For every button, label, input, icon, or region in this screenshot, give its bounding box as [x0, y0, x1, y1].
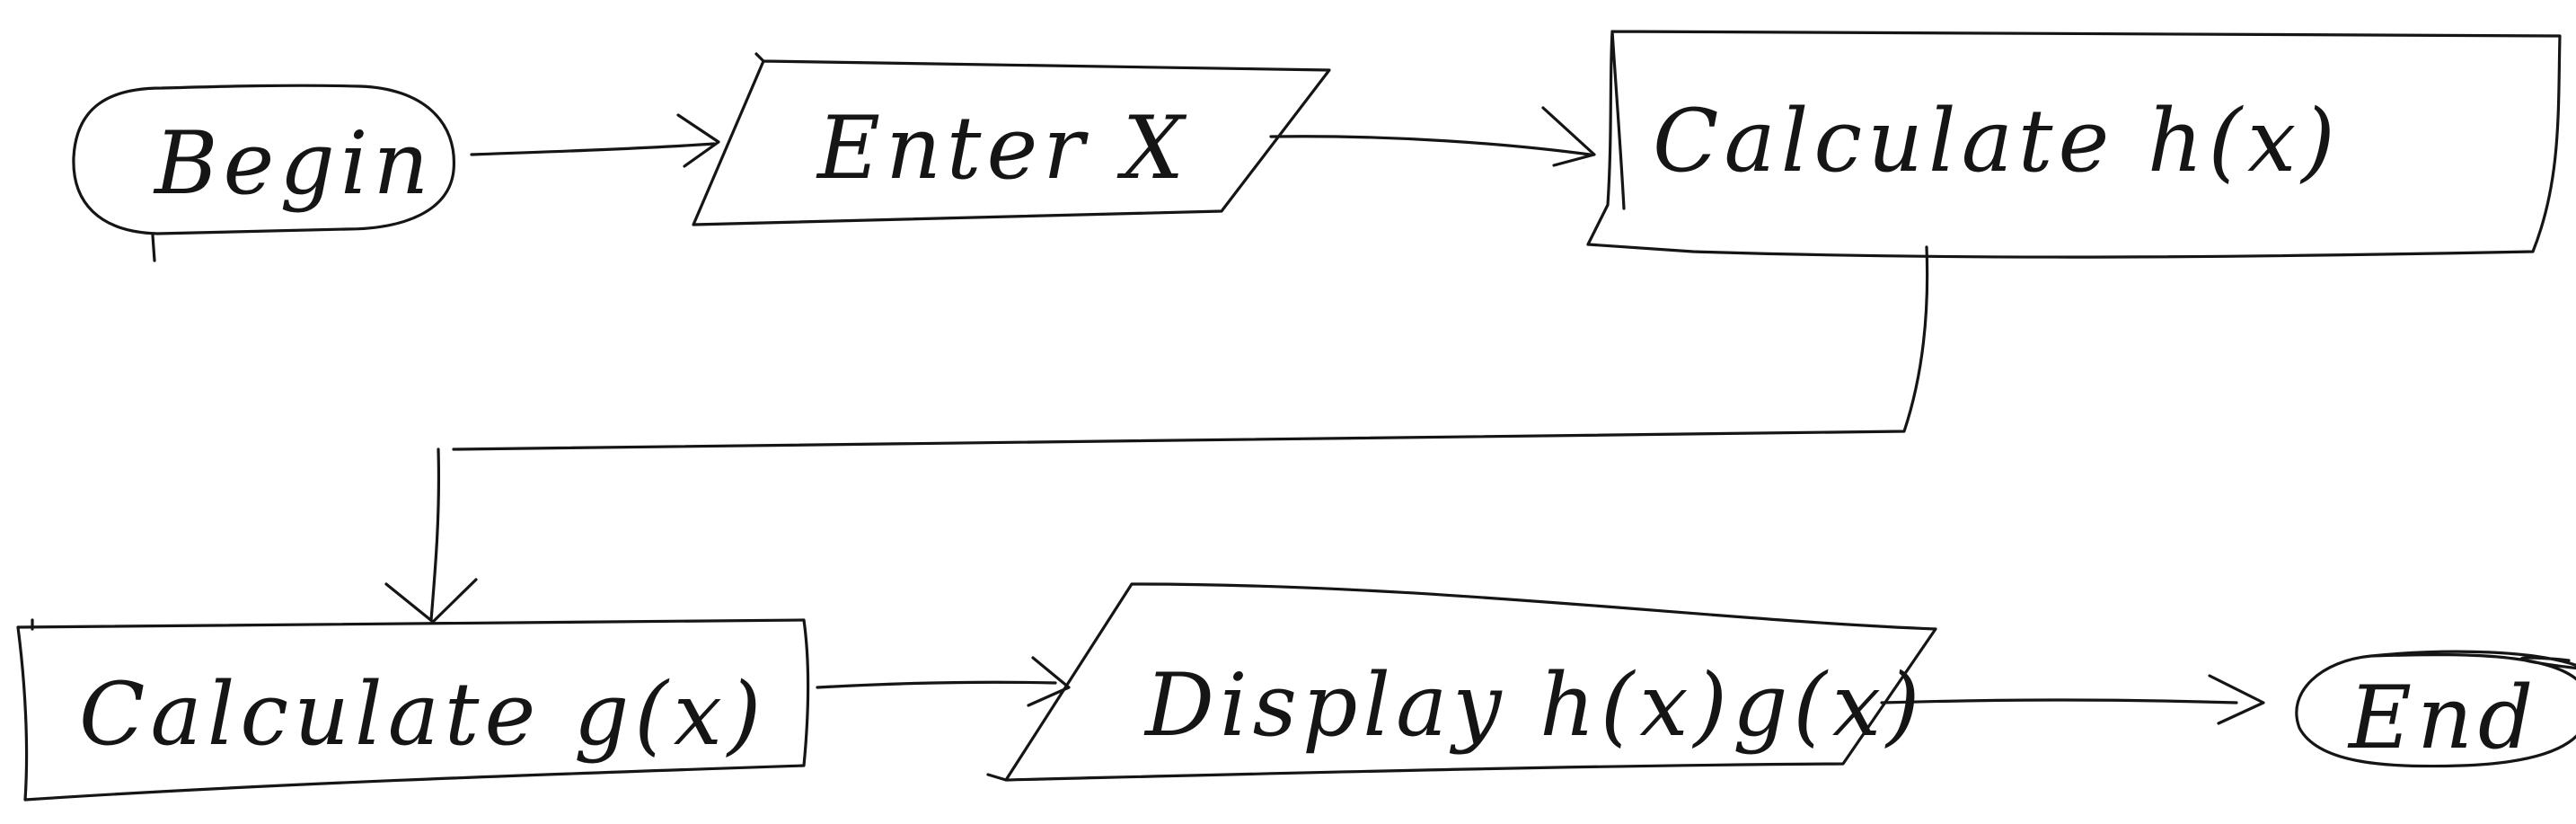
node-enter-x: Enter X [692, 52, 1331, 226]
calculate-g-label: Calculate g(x) [79, 664, 766, 765]
begin-terminal-shape [72, 84, 455, 262]
arrowhead [2208, 674, 2265, 725]
edge-calculate-g-to-display [816, 656, 1071, 707]
arrow-line [470, 142, 716, 156]
enter-x-label: Enter X [816, 98, 1189, 199]
arrowhead [676, 113, 720, 168]
arrow-line [429, 245, 1929, 622]
edge-enter-to-calculate-h [1269, 106, 1596, 167]
edge-begin-to-enter [470, 113, 720, 168]
arrow-line [1880, 698, 2238, 704]
arrow-line [1269, 135, 1592, 156]
edge-calculate-h-to-calculate-g [384, 245, 1929, 624]
edge-display-to-end [1880, 674, 2265, 725]
arrowhead [1541, 106, 1596, 167]
end-terminal-shape [2295, 650, 2576, 768]
node-begin: Begin [72, 84, 455, 262]
display-label: Display h(x)g(x) [1143, 655, 1925, 756]
arrowhead [1027, 656, 1071, 707]
node-display: Display h(x)g(x) [986, 582, 1937, 782]
calculate-h-shape [1586, 30, 2562, 259]
calculate-h-label: Calculate h(x) [1653, 91, 2341, 191]
display-shape [986, 582, 1937, 782]
begin-label: Begin [153, 113, 434, 214]
arrow-line [816, 680, 1057, 689]
end-label: End [2347, 668, 2538, 768]
node-calculate-h: Calculate h(x) [1586, 30, 2562, 259]
node-end: End [2295, 650, 2576, 768]
enter-x-shape [692, 52, 1331, 226]
calculate-g-shape [16, 618, 810, 802]
arrowhead [384, 578, 478, 624]
node-calculate-g: Calculate g(x) [16, 618, 810, 802]
